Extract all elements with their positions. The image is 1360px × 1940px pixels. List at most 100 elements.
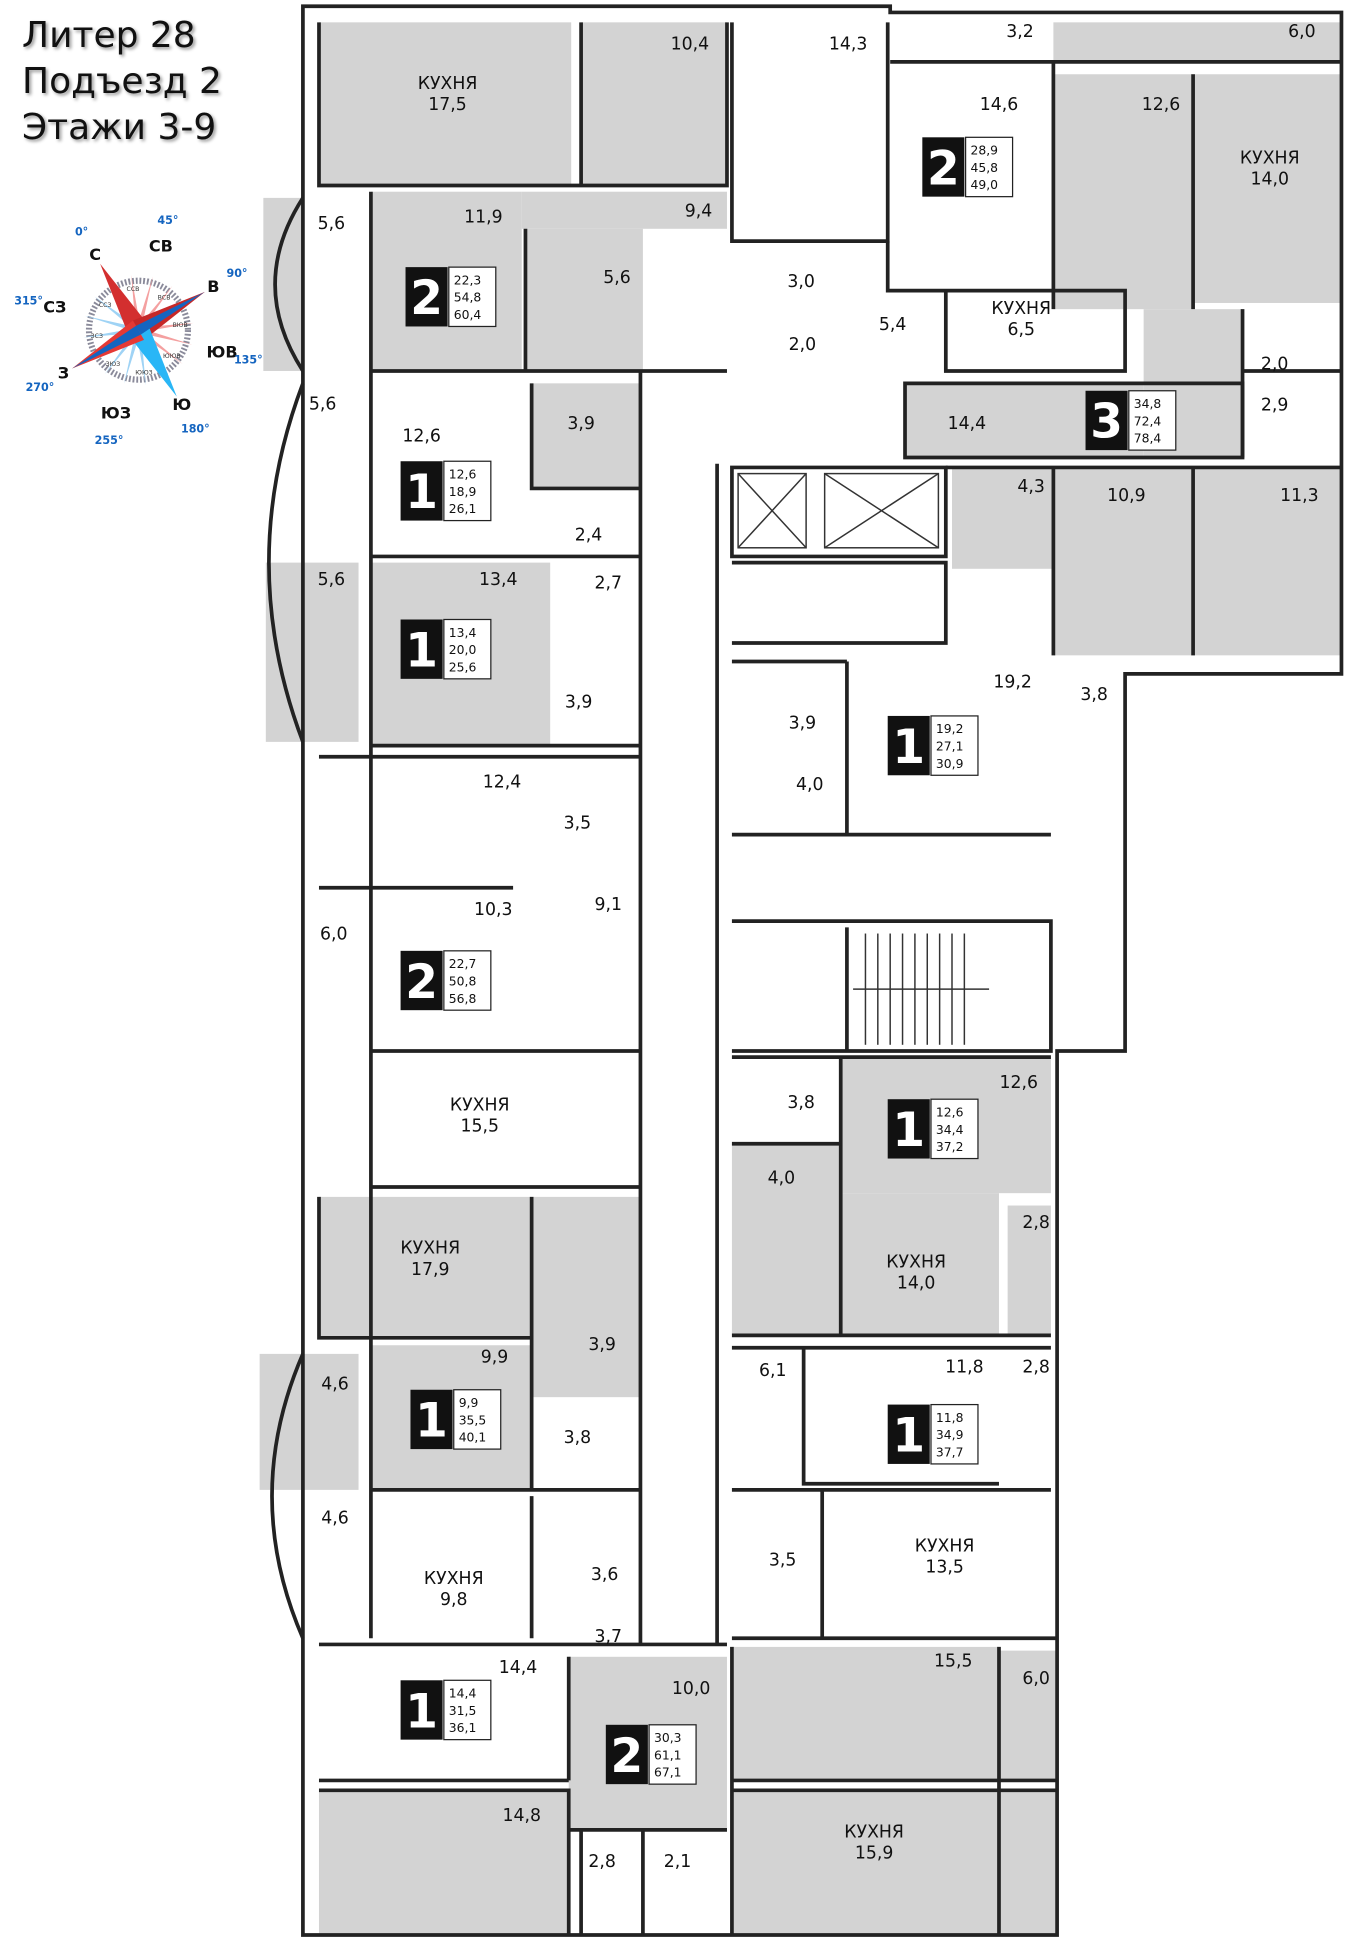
- room-label: 3,9: [588, 1335, 616, 1355]
- room-area-value: 3,7: [595, 1627, 623, 1647]
- room-label: 3,8: [1080, 685, 1108, 705]
- room-area: [1193, 74, 1342, 303]
- area-box: [930, 1098, 979, 1160]
- living-area: 12,6: [936, 1106, 964, 1120]
- room-area: [265, 562, 359, 742]
- room-label: 5,6: [318, 214, 346, 234]
- room-label: 11,9: [464, 208, 503, 228]
- compass-minor-direction: ВСВ: [158, 294, 171, 301]
- room-count: 1: [405, 1684, 438, 1739]
- room-area-value: 14,4: [948, 414, 987, 434]
- room-label: 3,9: [565, 692, 593, 712]
- room-label: 3,6: [591, 1565, 619, 1585]
- total-area-with-balcony: 40,1: [459, 1431, 487, 1445]
- area-box: [443, 460, 492, 522]
- total-area-with-balcony: 37,7: [936, 1446, 964, 1460]
- room-count-box: [400, 619, 443, 679]
- compass-ray-east-shade: [136, 291, 205, 335]
- room-area-value: 4,6: [321, 1375, 349, 1395]
- balcony-curve: [270, 1353, 305, 1639]
- room-label: 12,6: [402, 426, 441, 446]
- room-label: 3,7: [595, 1627, 623, 1647]
- room-area-value: 3,9: [789, 713, 817, 733]
- room-area: [1053, 467, 1194, 656]
- compass-degree: 255°: [95, 434, 124, 447]
- total-area: 27,1: [936, 740, 964, 754]
- wall: [730, 465, 948, 559]
- living-area: 28,9: [971, 144, 999, 158]
- room-area-value: 11,9: [464, 208, 503, 228]
- room-area-value: 10,0: [672, 1679, 711, 1699]
- living-area: 9,9: [459, 1396, 479, 1410]
- area-box: [930, 1403, 979, 1465]
- room-name: КУХНЯ: [915, 1537, 975, 1557]
- room-label: 6,1: [759, 1361, 787, 1381]
- room-count: 1: [415, 1394, 448, 1449]
- compass-direction: С: [89, 245, 101, 264]
- room-area-value: 9,8: [440, 1590, 468, 1610]
- room-area: [525, 228, 643, 371]
- wall: [731, 919, 1053, 1053]
- room-area-value: 3,5: [564, 813, 592, 833]
- room-count-box: [400, 461, 443, 521]
- room-area-value: 9,4: [685, 201, 713, 221]
- room-name: КУХНЯ: [418, 74, 478, 94]
- room-label: 4,0: [796, 775, 824, 795]
- room-area-value: 14,8: [502, 1806, 541, 1826]
- room-label: 19,2: [993, 672, 1032, 692]
- room-label: 2,9: [1261, 396, 1289, 416]
- room-count: 2: [927, 141, 960, 196]
- wall: [731, 560, 948, 645]
- room-area-value: 3,5: [769, 1550, 797, 1570]
- balcony-curve: [273, 196, 305, 372]
- area-box: [443, 1679, 492, 1741]
- total-area: 35,5: [459, 1413, 487, 1427]
- room-area-value: 10,4: [671, 35, 710, 55]
- compass-ray-south: [128, 324, 177, 397]
- room-area-value: 12,6: [1000, 1073, 1039, 1093]
- compass-degree: 270°: [26, 381, 55, 394]
- room-label: 12,6: [1142, 95, 1181, 115]
- room-label: 2,8: [1022, 1213, 1050, 1233]
- compass-degree: 45°: [157, 214, 178, 227]
- living-area: 12,6: [449, 468, 477, 482]
- room-name: КУХНЯ: [991, 299, 1051, 319]
- room-area-value: 6,0: [1022, 1669, 1050, 1689]
- total-area-with-balcony: 78,4: [1134, 432, 1162, 446]
- room-area-value: 2,8: [588, 1852, 616, 1872]
- room-name: КУХНЯ: [424, 1569, 484, 1589]
- living-area: 30,3: [654, 1731, 682, 1745]
- room-area: [531, 383, 641, 489]
- wall: [317, 22, 729, 188]
- elevator-cross: [824, 472, 939, 549]
- room-label: 4,6: [321, 1508, 349, 1528]
- room-area: [998, 1790, 1058, 1935]
- room-area-value: 15,9: [855, 1843, 894, 1863]
- building-label: Литер 28: [22, 15, 196, 56]
- total-area: 50,8: [449, 974, 477, 988]
- total-area-with-balcony: 26,1: [449, 502, 477, 516]
- compass-direction: В: [207, 277, 219, 296]
- compass-direction: З: [58, 363, 69, 382]
- room-area-value: 11,8: [945, 1357, 984, 1377]
- wall: [317, 1196, 532, 1340]
- room-area: [731, 1646, 999, 1781]
- room-area-value: 2,7: [595, 574, 623, 594]
- room-label: 5,6: [318, 570, 346, 590]
- room-area-value: 3,9: [588, 1335, 616, 1355]
- room-label: 3,5: [564, 813, 592, 833]
- room-area: [1053, 22, 1342, 62]
- room-area-value: 10,3: [474, 900, 513, 920]
- room-count: 2: [610, 1729, 643, 1784]
